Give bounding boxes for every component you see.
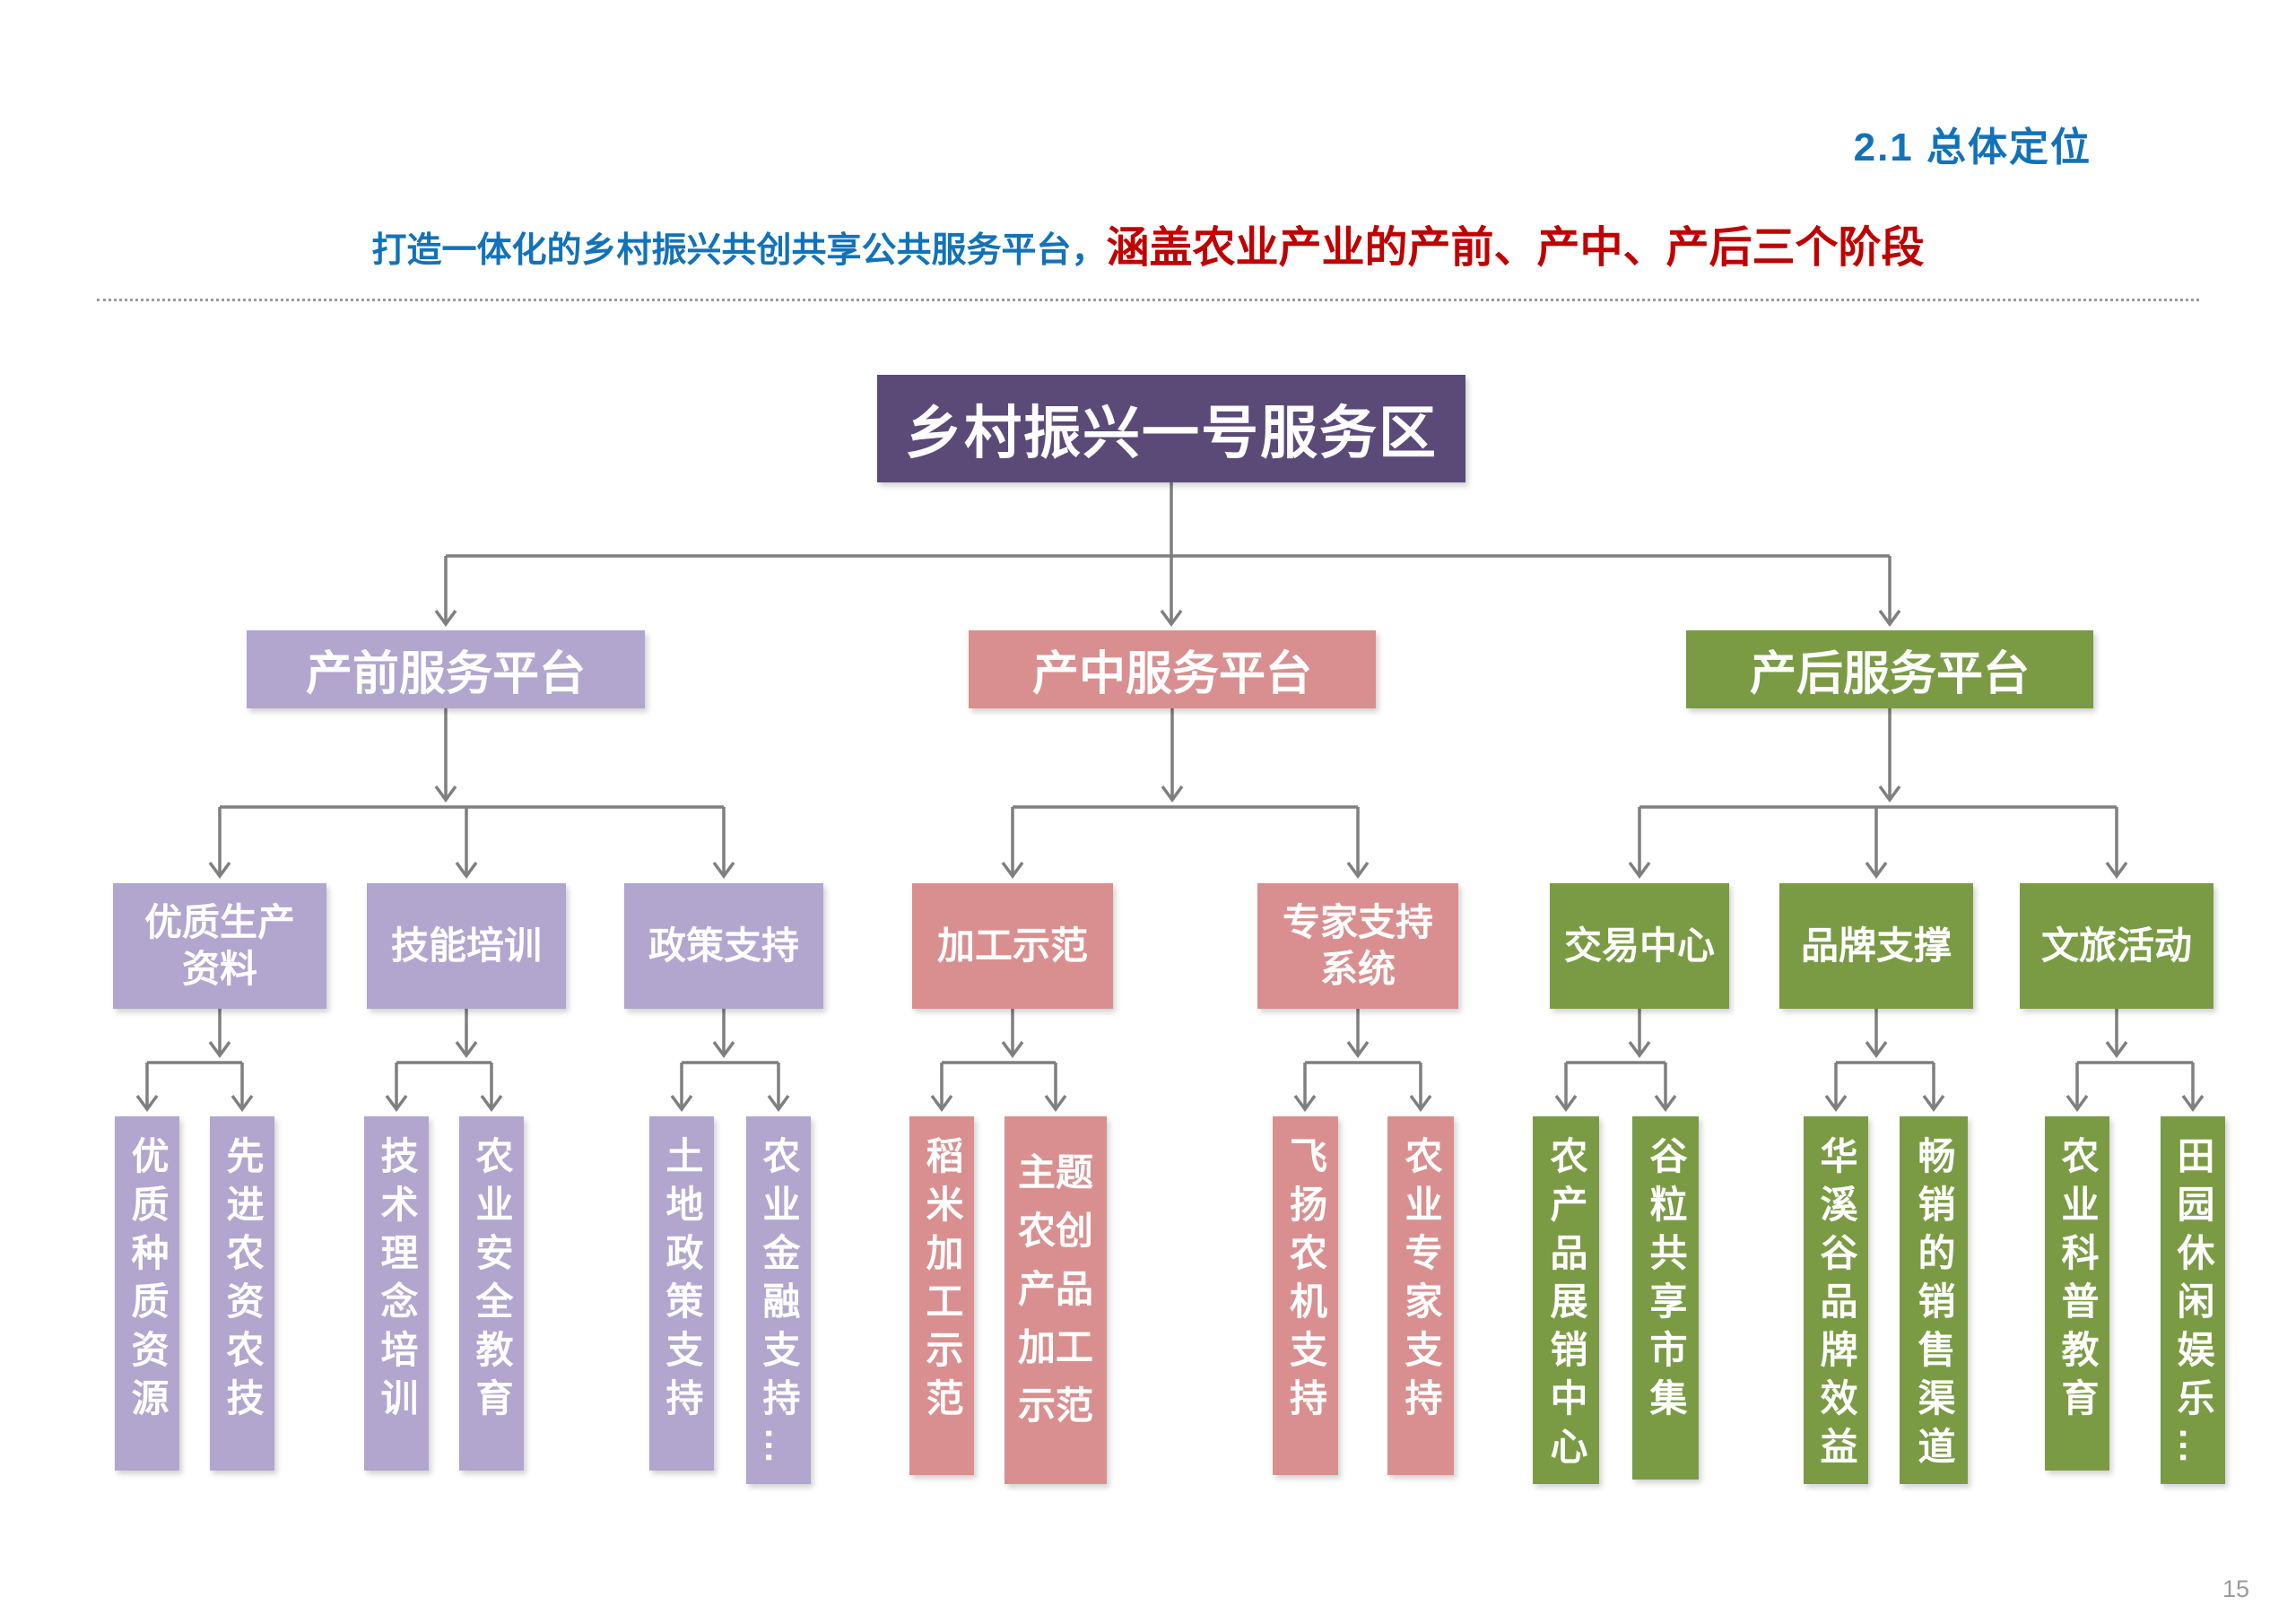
- leaf-agri-finance-support: 农业金融支持…: [746, 1116, 811, 1484]
- subtitle-blue-part: 打造一体化的乡村振兴共创共享公共服务平台，: [371, 231, 1107, 270]
- subtitle: 打造一体化的乡村振兴共创共享公共服务平台， 涵盖农业产业的产前、产中、产后三个阶…: [0, 212, 2296, 274]
- node-post-production-platform: 产后服务平台: [1686, 630, 2093, 708]
- leaf-tech-concept-training: 技术理念培训: [364, 1116, 429, 1471]
- leaf-quality-germplasm-resources: 优质种质资源: [115, 1116, 179, 1471]
- leaf-agri-expert-support: 农业专家支持: [1387, 1116, 1454, 1475]
- leaf-label: 主题农创产品加工示范: [1017, 1151, 1093, 1428]
- section-heading: 2.1 总体定位: [1853, 126, 2092, 169]
- leaf-guli-shared-market: 谷粒共享市集: [1632, 1116, 1699, 1480]
- leaf-feiyang-agri-machinery-support: 飞扬农机支持: [1273, 1116, 1338, 1475]
- node-processing-demonstration: 加工示范: [912, 883, 1113, 1009]
- node-label: 优质生产资料: [144, 900, 295, 991]
- leaf-label: 优质种质资源: [126, 1136, 169, 1427]
- node-brand-support: 品牌支撑: [1779, 883, 1973, 1009]
- leaf-label: 飞扬农机支持: [1284, 1136, 1327, 1427]
- node-quality-production-materials: 优质生产资料: [113, 883, 326, 1009]
- leaf-rice-processing-demo: 稻米加工示范: [909, 1116, 974, 1475]
- node-mid-production-platform: 产中服务平台: [969, 630, 1376, 708]
- leaf-label: 华溪谷品牌效益: [1815, 1136, 1857, 1475]
- subtitle-red-part: 涵盖农业产业的产前、产中、产后三个阶段: [1106, 224, 1925, 272]
- leaf-land-policy-support: 土地政策支持: [649, 1116, 714, 1471]
- node-cultural-tourism-activities: 文旅活动: [2020, 883, 2213, 1009]
- node-skills-training: 技能培训: [367, 883, 566, 1009]
- dotted-divider: [97, 299, 2199, 301]
- leaf-advanced-agri-supplies-tech: 先进农资农技: [210, 1116, 274, 1471]
- leaf-agri-product-exhibition-center: 农产品展销中心: [1533, 1116, 1599, 1484]
- leaf-label: 农业专家支持: [1400, 1136, 1442, 1427]
- leaf-label: 谷粒共享市集: [1645, 1136, 1687, 1427]
- leaf-label: 稻米加工示范: [921, 1136, 963, 1427]
- node-root: 乡村振兴一号服务区: [877, 375, 1465, 482]
- leaf-label: 技术理念培训: [376, 1136, 418, 1427]
- leaf-bestselling-sales-channels: 畅销的销售渠道: [1900, 1116, 1968, 1484]
- leaf-label: 农业金融支持…: [758, 1136, 800, 1475]
- node-pre-production-platform: 产前服务平台: [247, 630, 645, 708]
- leaf-label: 土地政策支持: [661, 1136, 703, 1427]
- leaf-label: 先进农资农技: [222, 1136, 264, 1427]
- leaf-label: 畅销的销售渠道: [1913, 1136, 1955, 1475]
- node-expert-support-system: 专家支持系统: [1257, 883, 1458, 1009]
- page-number: 15: [2222, 1575, 2249, 1602]
- node-policy-support: 政策支持: [624, 883, 823, 1009]
- leaf-label: 农业安全教育: [471, 1136, 513, 1427]
- leaf-label: 农业科普教育: [2057, 1136, 2099, 1427]
- leaf-rural-leisure-entertainment: 田园休闲娱乐…: [2161, 1116, 2225, 1484]
- node-trading-center: 交易中心: [1550, 883, 1729, 1009]
- leaf-label: 农产品展销中心: [1545, 1136, 1587, 1475]
- leaf-huaxigu-brand-benefit: 华溪谷品牌效益: [1804, 1116, 1868, 1484]
- leaf-agri-science-education: 农业科普教育: [2045, 1116, 2109, 1471]
- leaf-themed-agri-product-processing-demo: 主题农创产品加工示范: [1004, 1116, 1107, 1484]
- leaf-agri-safety-education: 农业安全教育: [459, 1116, 524, 1471]
- node-label: 专家支持系统: [1282, 900, 1433, 991]
- leaf-label: 田园休闲娱乐…: [2172, 1136, 2214, 1475]
